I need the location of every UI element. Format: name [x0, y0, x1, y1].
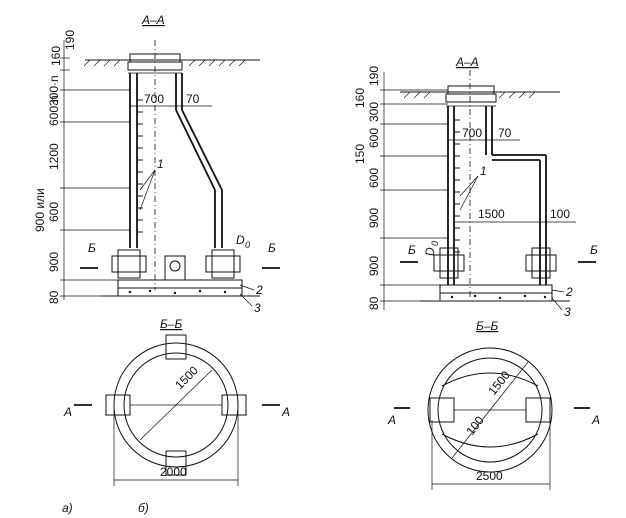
right-dim-300: 300 — [367, 102, 381, 122]
right-plan-marker-right: А — [591, 413, 600, 427]
right-dim-80: 80 — [367, 296, 381, 310]
left-section-title: А–А — [141, 13, 165, 27]
left-dim-70: 70 — [186, 92, 200, 106]
left-cut-marker-right: Б — [268, 241, 276, 255]
right-dim-160: 160 — [353, 88, 367, 108]
right-plan-width: 2500 — [476, 469, 503, 483]
left-diameter-sub: 0 — [245, 240, 250, 250]
left-dim-700: 700 — [144, 92, 164, 106]
left-dim-1200: 1200 — [47, 143, 61, 170]
right-plan-marker-left: А — [387, 413, 396, 427]
right-vertical-ticks — [380, 89, 448, 302]
right-dim-100: 100 — [550, 207, 570, 221]
right-diameter-sub: 0 — [430, 241, 440, 246]
right-callout-1: 1 — [480, 164, 487, 178]
right-dim-600-b: 600 — [367, 168, 381, 188]
left-dim-160: 160 — [49, 46, 63, 66]
right-callout-3: 3 — [564, 305, 571, 319]
left-ladder — [138, 99, 143, 233]
left-dim-900: 900 — [47, 252, 61, 272]
caption-a: а) — [62, 501, 73, 515]
left-elevation: Б Б 190 160 300·n 600·n 1200 600 900 или… — [33, 13, 280, 315]
right-plan: Б–Б 1500 100 А А 2500 — [387, 319, 600, 490]
right-ground-hatch — [403, 91, 536, 99]
left-plan-diameter: 1500 — [172, 363, 201, 392]
right-diameter-label: D — [423, 247, 437, 256]
right-plan-diameter: 1500 — [485, 368, 513, 398]
right-ladder — [455, 119, 460, 253]
right-dim-900-b: 900 — [367, 256, 381, 276]
right-callout-2: 2 — [565, 285, 573, 299]
right-dim-900-a: 900 — [367, 208, 381, 228]
left-plan-marker-right: А — [281, 405, 290, 419]
left-callout-2: 2 — [255, 283, 263, 297]
left-base-dots — [128, 289, 227, 295]
left-dim-900-or: 900 или — [33, 188, 47, 232]
right-plan-title: Б–Б — [476, 319, 498, 333]
left-cut-marker-left: Б — [88, 241, 96, 255]
left-plan: Б–Б 1500 А А 2000 а) б) — [62, 317, 290, 515]
left-dim-190: 190 — [63, 30, 77, 50]
left-plan-width: 2000 — [160, 465, 187, 479]
left-dim-80: 80 — [47, 290, 61, 304]
left-callout-1: 1 — [157, 157, 164, 171]
left-dim-600n: 600·n — [47, 95, 61, 126]
left-plan-marker-left: А — [63, 405, 72, 419]
right-section-title: А–А — [455, 55, 479, 69]
right-dim-150: 150 — [353, 144, 367, 164]
left-dim-300n: 300·n — [47, 75, 61, 106]
right-dim-70: 70 — [498, 126, 512, 140]
left-vertical-ticks — [60, 57, 130, 297]
right-plan-inner: 100 — [463, 413, 487, 438]
right-dim-600-a: 600 — [367, 128, 381, 148]
right-dim-190: 190 — [367, 66, 381, 86]
left-dim-600: 600 — [47, 202, 61, 222]
left-callout-3: 3 — [254, 301, 261, 315]
right-dim-700: 700 — [462, 126, 482, 140]
right-cut-marker-left: Б — [408, 243, 416, 257]
caption-b: б) — [138, 501, 149, 515]
right-cut-marker-right: Б — [590, 243, 598, 257]
left-plan-title: Б–Б — [160, 317, 182, 331]
right-elevation: Б Б 190 160 300 150 600 600 900 900 80 7… — [353, 55, 598, 319]
right-base-dots — [450, 294, 547, 300]
left-ground-hatch — [83, 59, 246, 67]
left-diameter-label: D — [236, 233, 245, 247]
right-dim-1500: 1500 — [478, 207, 505, 221]
